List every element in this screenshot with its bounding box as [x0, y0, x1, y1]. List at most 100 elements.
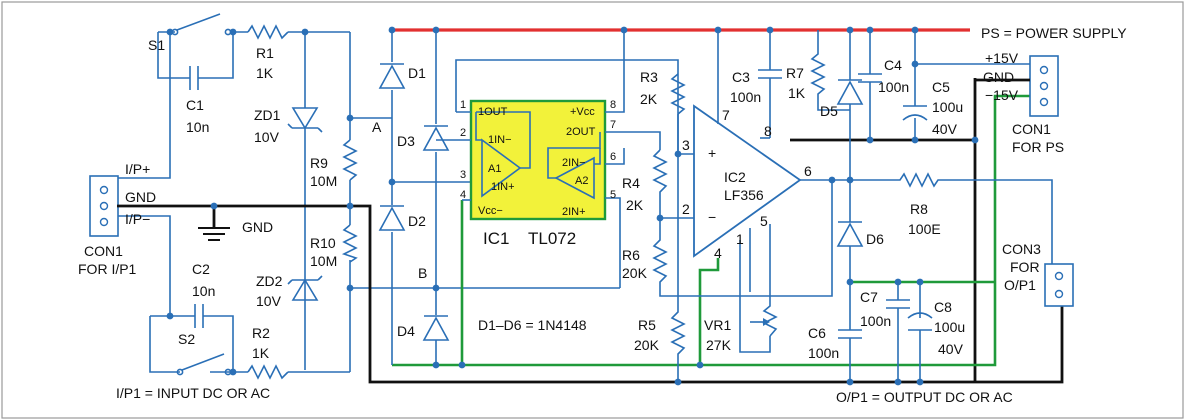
- label-d5: D5: [820, 103, 838, 119]
- capacitor-c5: [902, 30, 1030, 140]
- connector-con3: [1044, 263, 1074, 307]
- label-r7: R7: [786, 65, 804, 81]
- label-r10: R10: [310, 235, 336, 251]
- label-zd2: ZD2: [256, 273, 283, 289]
- label-vr1-value: 27K: [706, 337, 732, 353]
- label-d1: D1: [408, 65, 426, 81]
- ic1-pins: [436, 30, 679, 288]
- labels: PS = POWER SUPPLY +15V GND −15V CON1 FOR…: [78, 25, 1127, 405]
- label-c7-value: 100n: [860, 313, 891, 329]
- con1in-name: CON1: [84, 243, 123, 259]
- con3-for: FOR: [1010, 259, 1040, 275]
- ic2-pin-2: 2: [682, 201, 690, 217]
- label-r6-value: 20K: [622, 265, 648, 281]
- connector-con1-input: [89, 175, 119, 237]
- ps-plus15: +15V: [985, 50, 1019, 66]
- ps-minus15: −15V: [985, 87, 1019, 103]
- potentiometer-vr1: [739, 300, 778, 353]
- ic1-label-a1: A1: [488, 163, 501, 175]
- resistor-r1: [247, 24, 289, 40]
- label-r7-value: 1K: [788, 85, 806, 101]
- label-c3-value: 100n: [730, 89, 761, 105]
- capacitor-c1: [178, 66, 210, 90]
- capacitor-c2: [183, 304, 215, 328]
- ic2-pin-8: 8: [764, 123, 772, 139]
- ps-gnd: GND: [983, 69, 1014, 85]
- ic1-label-2inp: 2IN+: [562, 206, 586, 218]
- ic1-label-1inp: 1IN+: [491, 181, 515, 193]
- label-r1-value: 1K: [256, 65, 274, 81]
- con1in-for: FOR I/P1: [78, 261, 137, 277]
- label-c3: C3: [732, 69, 750, 85]
- input-note: I/P1 = INPUT DC OR AC: [116, 385, 270, 401]
- resistor-r7: [810, 30, 850, 111]
- ic1-label-vccm: Vcc−: [478, 205, 503, 217]
- label-c5-voltage: 40V: [932, 121, 958, 137]
- ic2-pin-6: 6: [804, 163, 812, 179]
- label-r4-value: 2K: [626, 197, 644, 213]
- diode-d6: [836, 180, 864, 282]
- resistor-r8: [890, 172, 1053, 275]
- node-a: A: [372, 119, 382, 135]
- con1ps-for: FOR PS: [1012, 139, 1064, 155]
- node-b: B: [418, 265, 427, 281]
- ic2-plus: +: [708, 145, 716, 161]
- resistor-r3: [670, 73, 686, 115]
- label-c1-value: 10n: [186, 119, 209, 135]
- diode-d2: [378, 205, 406, 231]
- label-r8-value: 100E: [908, 221, 941, 237]
- label-c2-value: 10n: [192, 283, 215, 299]
- label-c6-value: 100n: [808, 345, 839, 361]
- label-r4: R4: [622, 175, 640, 191]
- ic1-pin-1: 1: [460, 99, 466, 111]
- label-r2: R2: [252, 325, 270, 341]
- label-r5: R5: [638, 317, 656, 333]
- label-c4: C4: [884, 57, 902, 73]
- label-vr1: VR1: [704, 317, 731, 333]
- ic1-label-2out: 2OUT: [566, 126, 596, 138]
- resistor-r5: [670, 114, 686, 382]
- capacitor-c8: [907, 282, 933, 382]
- label-d3: D3: [397, 133, 415, 149]
- label-r3-value: 2K: [640, 91, 658, 107]
- ip-gnd: GND: [125, 189, 156, 205]
- ic1-label-a2: A2: [575, 175, 588, 187]
- label-c8-value: 100u: [934, 319, 965, 335]
- capacitor-c6: [838, 282, 862, 382]
- diode-d5: [836, 30, 864, 180]
- diode-bridge: [391, 30, 470, 365]
- label-d2: D2: [408, 213, 426, 229]
- ic1-name: IC1: [483, 229, 509, 248]
- ic2-pin-3: 3: [682, 137, 690, 153]
- ic2-pin-4: 4: [714, 245, 722, 261]
- output-note: O/P1 = OUTPUT DC OR AC: [836, 389, 1013, 405]
- gnd-symbol-label: GND: [242, 219, 273, 235]
- ic1-pin-3: 3: [460, 169, 466, 181]
- ic1-pin-2: 2: [460, 127, 466, 139]
- ic1-pin-4: 4: [460, 189, 466, 201]
- label-c5: C5: [932, 79, 950, 95]
- con3-op: O/P1: [1004, 277, 1036, 293]
- capacitor-c7: [886, 282, 910, 382]
- ic1-label-1out: 1OUT: [478, 106, 508, 118]
- label-zd2-value: 10V: [256, 293, 282, 309]
- label-c7: C7: [860, 289, 878, 305]
- resistor-r9: [342, 139, 358, 181]
- resistor-r10: [341, 224, 358, 263]
- label-r9-value: 10M: [310, 173, 337, 189]
- connector-con1-ps: [975, 55, 1059, 117]
- label-c2: C2: [192, 261, 210, 277]
- label-c1: C1: [186, 97, 204, 113]
- label-s2: S2: [178, 331, 195, 347]
- ic1-type: TL072: [528, 229, 576, 248]
- ic1-pin-6: 6: [610, 151, 616, 163]
- con3-name: CON3: [1002, 241, 1041, 257]
- switch-s1: [171, 13, 232, 36]
- resistor-r6: [652, 180, 833, 297]
- ic1-pin-5: 5: [610, 189, 616, 201]
- label-c6: C6: [808, 325, 826, 341]
- diode-d1: [378, 63, 406, 89]
